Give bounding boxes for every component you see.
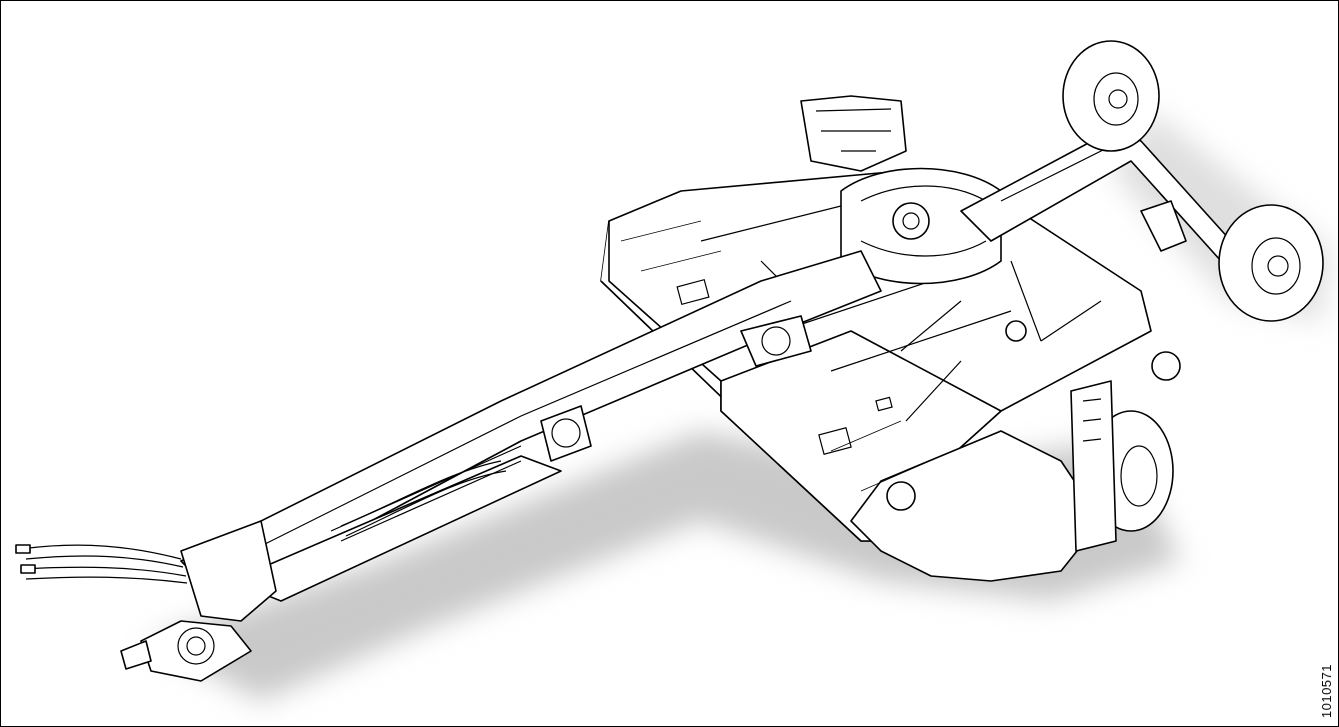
hitch-tongue xyxy=(180,250,882,602)
swivel-gearbox xyxy=(800,95,1002,285)
right-wheel xyxy=(1062,40,1160,152)
figure-id-label: 1010571 xyxy=(1319,663,1334,718)
frame-braces xyxy=(886,260,1181,511)
cutter-deck xyxy=(600,170,1152,582)
deck-wheel xyxy=(1070,380,1174,552)
driveline xyxy=(540,315,812,462)
left-wheel xyxy=(1218,204,1324,322)
front-hitch xyxy=(15,520,277,682)
